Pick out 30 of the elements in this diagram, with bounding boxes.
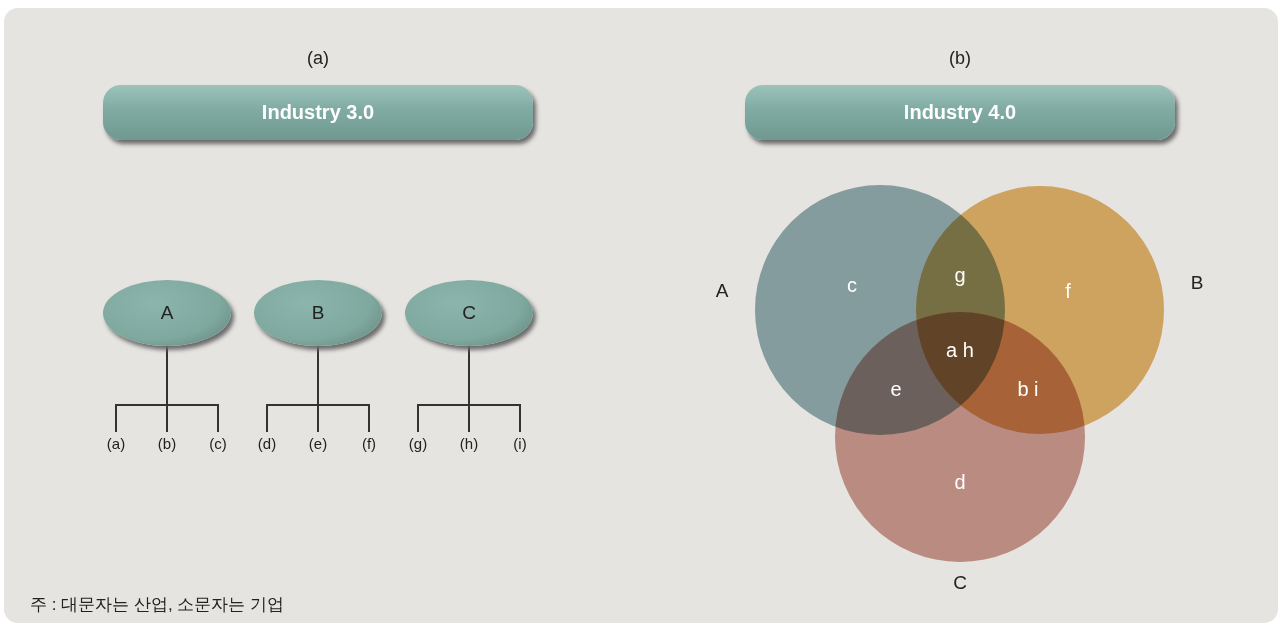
company-label: (e) xyxy=(298,432,338,456)
tree-line xyxy=(468,345,521,433)
company-label: (g) xyxy=(398,432,438,456)
tree-line xyxy=(166,345,219,433)
panel-label: (b) xyxy=(948,48,972,69)
region-label: e xyxy=(889,378,903,401)
company-label: (i) xyxy=(500,432,540,456)
company-label: (a) xyxy=(96,432,136,456)
region-label: f xyxy=(1064,280,1072,303)
circle-label: B xyxy=(1189,272,1205,294)
title-banner: Industry 4.0 xyxy=(745,85,1175,140)
tree-line xyxy=(317,345,370,433)
panel-label: (a) xyxy=(306,48,330,69)
industry-ellipse: A xyxy=(103,280,231,346)
region-label: c xyxy=(846,274,858,297)
region-label: b i xyxy=(1016,378,1040,401)
company-label: (h) xyxy=(449,432,489,456)
industry-ellipse: C xyxy=(405,280,533,346)
company-label: (f) xyxy=(349,432,389,456)
industry-ellipse: B xyxy=(254,280,382,346)
circle-label: C xyxy=(952,572,968,594)
region-label: a h xyxy=(945,339,975,362)
company-label: (d) xyxy=(247,432,287,456)
note-text: 주 : 대문자는 산업, 소문자는 기업 xyxy=(30,594,285,616)
region-label: g xyxy=(953,264,967,287)
region-label: d xyxy=(953,471,967,494)
title-banner: Industry 3.0 xyxy=(103,85,533,140)
circle-label: A xyxy=(714,280,730,302)
company-label: (b) xyxy=(147,432,187,456)
company-label: (c) xyxy=(198,432,238,456)
